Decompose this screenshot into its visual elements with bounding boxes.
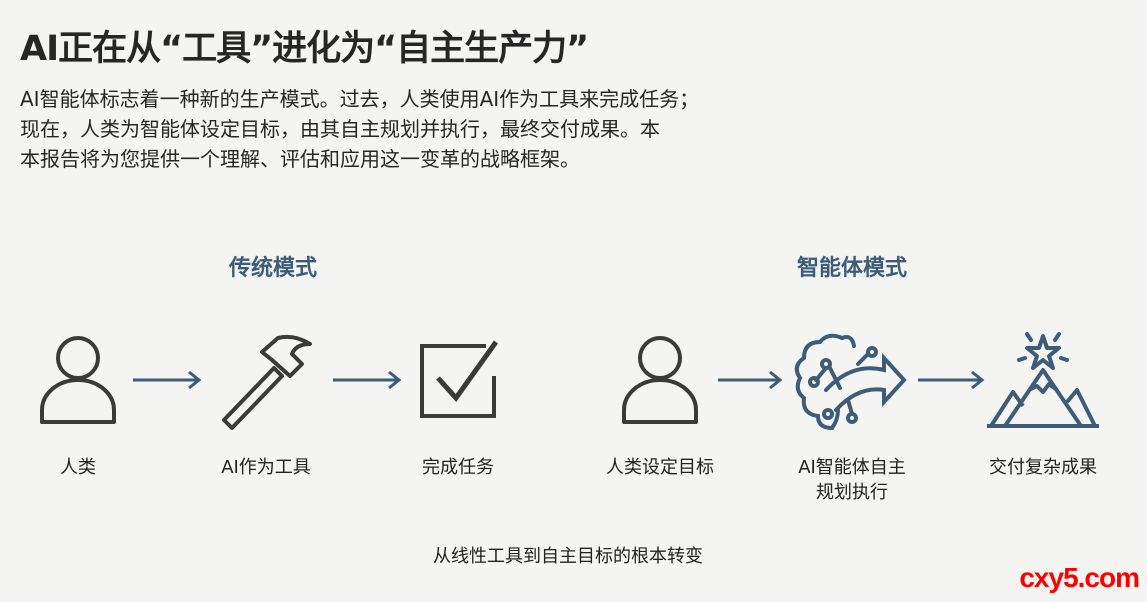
- person-icon: [40, 336, 116, 424]
- step-label-line: AI智能体自主: [798, 457, 906, 478]
- intro-line: AI智能体标志着一种新的生产模式。过去，人类使用AI作为工具来完成任务；: [20, 87, 700, 111]
- arrow-right-icon: [133, 370, 202, 390]
- step-label: AI智能体自主 规划执行: [798, 455, 906, 505]
- diagram-caption: 从线性工具到自主目标的根本转变: [433, 546, 703, 567]
- step-label: 交付复杂成果: [989, 457, 1097, 478]
- watermark: cxy5.com: [1019, 562, 1140, 593]
- checkbox-icon: [420, 340, 499, 418]
- arrow-right-icon: [918, 370, 985, 390]
- intro-line: 现在，人类为智能体设定目标，由其自主规划并执行，最终交付成果。本: [20, 117, 660, 141]
- brain-arrow-icon: [794, 333, 907, 430]
- step-label: AI作为工具: [221, 457, 311, 478]
- mountain-star-icon: [987, 332, 1099, 428]
- step-label: 人类: [60, 457, 96, 478]
- step-label: 人类设定目标: [606, 457, 714, 478]
- intro-line: 本报告将为您提供一个理解、评估和应用这一变革的战略框架。: [20, 147, 580, 171]
- hammer-icon: [222, 334, 312, 430]
- arrow-right-icon: [718, 370, 783, 390]
- agent-mode-heading: 智能体模式: [796, 256, 908, 281]
- page-title: AI正在从“工具”进化为“自主生产力”: [20, 29, 589, 69]
- traditional-mode-heading: 传统模式: [228, 256, 318, 281]
- intro-paragraph: AI智能体标志着一种新的生产模式。过去，人类使用AI作为工具来完成任务； 现在，…: [20, 84, 720, 174]
- step-label: 完成任务: [422, 457, 494, 478]
- arrow-right-icon: [333, 370, 402, 390]
- step-label-line: 规划执行: [816, 482, 888, 503]
- person-icon: [622, 336, 698, 424]
